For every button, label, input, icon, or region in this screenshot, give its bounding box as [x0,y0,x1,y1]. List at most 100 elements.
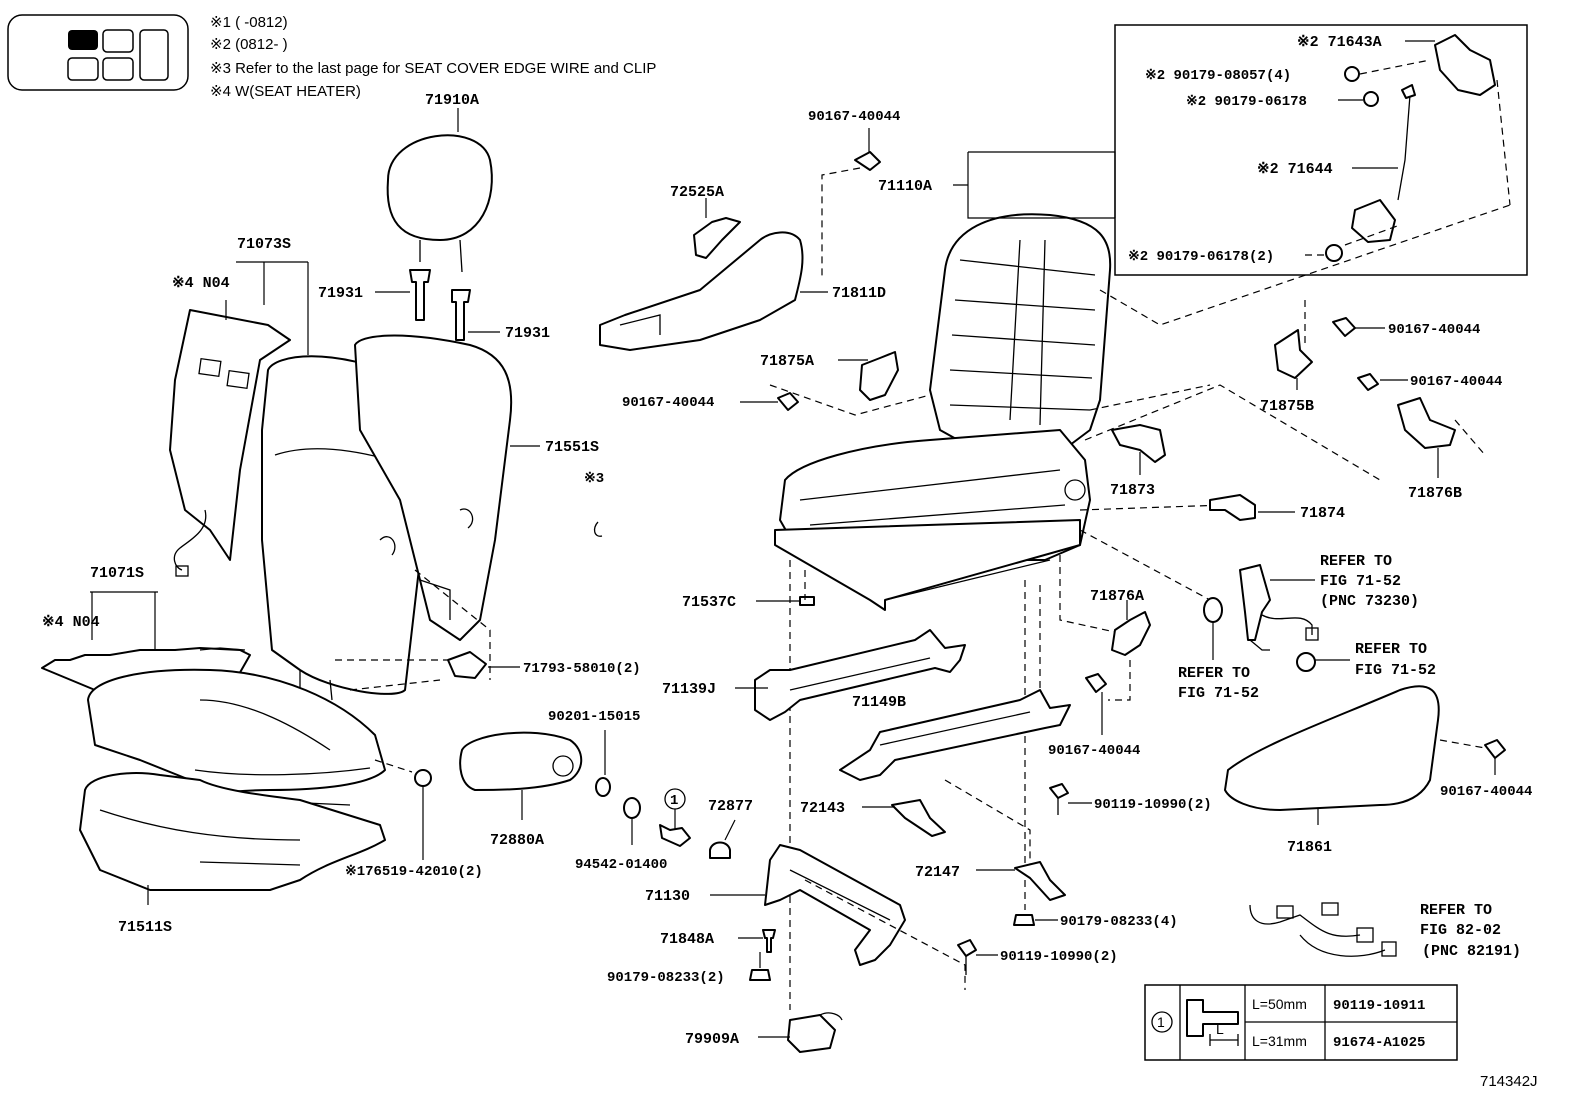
harness-82191-shape [1249,902,1397,957]
bolt-71848A-shape [762,929,776,953]
inset-mechanism-shape [1325,34,1496,262]
nut-90179-08233-4-shape [1013,914,1035,926]
label-71071S: 71071S [90,565,144,582]
label-71537C: 71537C [682,594,736,611]
label-90179-08233-2: 90179-08233(2) [607,970,725,986]
label-90167-d: 90167-40044 [1388,322,1480,338]
ref1-line3: (PNC 73230) [1320,593,1419,610]
nut-ref-shape [1296,652,1316,672]
pin-76519-shape [374,759,432,860]
cap-72877-shape [709,841,731,859]
label-79909A: 79909A [685,1031,739,1048]
label-90167-a: 90167-40044 [808,109,900,125]
shield-72525A-shape [693,217,741,259]
rail-71149B-shape [839,689,1071,781]
ref3-line1: REFER TO [1355,641,1427,658]
label-72143: 72143 [800,800,845,817]
bolt-90167-b-shape [777,392,799,411]
seatback-pad-shape [354,334,513,641]
nut-90179-08233-2-shape [749,969,771,981]
table-row1-length: L=50mm [1252,996,1307,1012]
headrest-shape [386,108,493,273]
seat-frame-shape [774,213,1112,611]
label-71874: 71874 [1300,505,1345,522]
label-90179-08057: ※2 90179-08057(4) [1145,68,1291,84]
label-72877: 72877 [708,798,753,815]
table-row2-part: 91674-A1025 [1333,1035,1425,1051]
label-90167-f: 90167-40044 [1440,784,1532,800]
bracket-71873-shape [1111,424,1166,463]
label-71848A: 71848A [660,931,714,948]
washer-90201-shape [595,777,611,797]
label-90179-08233-4: 90179-08233(4) [1060,914,1178,930]
ref2-line2: FIG 71-52 [1178,685,1259,702]
label-71110A: 71110A [878,178,932,195]
ref3-line2: FIG 71-52 [1355,662,1436,679]
table-row2-length: L=31mm [1252,1033,1307,1049]
ref1-line1: REFER TO [1320,553,1392,570]
label-71511S: 71511S [118,919,172,936]
label-71644: ※2 71644 [1257,161,1333,178]
label-90167-c: 90167-40044 [1048,743,1140,759]
label-90179-06178-2: ※2 90179-06178(2) [1128,249,1274,265]
bracket-71875B-shape [1274,329,1313,379]
bolt-90119-a-shape [1049,783,1069,815]
label-71551S: 71551S [545,439,599,456]
ref4-line1: REFER TO [1420,902,1492,919]
bolt-90167-a-shape [854,151,881,171]
label-71873: 71873 [1110,482,1155,499]
seatbelt-buckle-shape [1239,564,1319,651]
ref4-line2: FIG 82-02 [1420,922,1501,939]
ref1-line2: FIG 71-52 [1320,573,1401,590]
sensor-79909A-shape [787,1012,843,1053]
washer-94542-shape [623,797,641,819]
bolt-90167-c-shape [1085,673,1107,693]
label-71876A: 71876A [1090,588,1144,605]
label-71149B: 71149B [852,694,906,711]
label-90119-a: 90119-10990(2) [1094,797,1212,813]
bolt-spec-table: 1 L L=50mm 90119-10911 L=31mm 91674-A102… [1144,984,1458,1061]
headrest-support-shapes [375,269,500,341]
label-72525A: 72525A [670,184,724,201]
bracket-72143-shape [891,799,946,837]
note-2: ※2 (0812- ) [210,36,288,53]
label-71910A: 71910A [425,92,479,109]
recliner-cover-shape [459,731,583,791]
label-90179-06178: ※2 90179-06178 [1186,94,1307,110]
table-dim-label: L [1216,1021,1224,1037]
note-1: ※1 ( -0812) [210,14,288,31]
inset-box [1114,24,1528,276]
table-row1-part: 90119-10911 [1333,998,1425,1014]
label-71643A: ※2 71643A [1297,34,1382,51]
label-71876B: 71876B [1408,485,1462,502]
bolt-90167-f-shape [1484,739,1506,759]
bolt-90167-d-shape [1332,317,1356,337]
label-N04-bot: ※4 N04 [42,614,100,631]
washer-ref-shape [1203,597,1223,623]
bolt-1-shape: 1 [659,788,691,847]
label-71073S: 71073S [237,236,291,253]
clip-shape [593,521,603,537]
label-94542: 94542-01400 [575,857,667,873]
label-N04-top: ※4 N04 [172,275,230,292]
bracket-71876A-shape [1111,611,1151,656]
seatback-heater-shape [169,309,291,577]
label-71931-a: 71931 [318,285,363,302]
shield-71811D-shape [599,231,804,351]
label-71875A: 71875A [760,353,814,370]
rail-71139J-shape [754,629,966,721]
label-71861: 71861 [1287,839,1332,856]
ref2-line1: REFER TO [1178,665,1250,682]
bracket-71876B-shape [1397,397,1456,449]
label-71793: 71793-58010(2) [523,661,641,677]
label-76519: ※176519-42010(2) [345,864,483,880]
label-71130: 71130 [645,888,690,905]
label-72147: 72147 [915,864,960,881]
label-90201: 90201-15015 [548,709,640,725]
figure-id: 714342J [1480,1073,1538,1090]
label-71875B: 71875B [1260,398,1314,415]
ref4-line3: (PNC 82191) [1422,943,1521,960]
note-3: ※3 Refer to the last page for SEAT COVER… [210,60,656,77]
shield-71861-shape [1224,685,1440,811]
